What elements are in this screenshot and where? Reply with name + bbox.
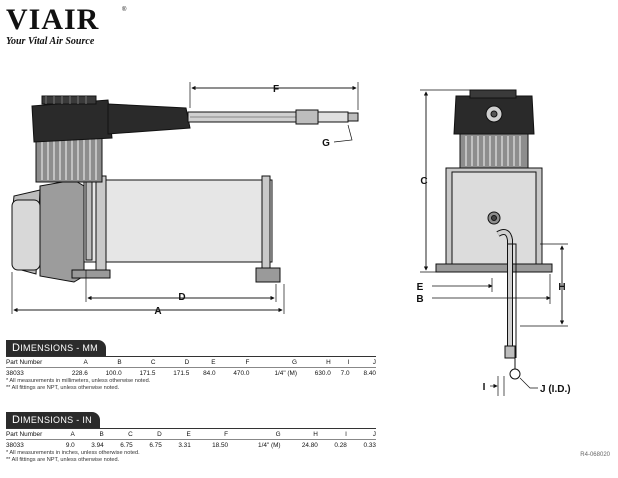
cell-g: 1/4" (M) <box>258 441 281 449</box>
table-title-in: DIMENSIONS - IN <box>6 412 100 428</box>
motor-flange <box>39 179 85 283</box>
table-note: ** All fittings are NPT, unless otherwis… <box>6 385 120 391</box>
dim-label-d: D <box>178 292 185 303</box>
cell-i: 0.28 <box>334 441 347 449</box>
reference-code: R4-068020 <box>580 452 610 458</box>
hose-fitting <box>295 109 319 125</box>
dim-label-h: H <box>558 282 565 293</box>
col-j: J <box>346 429 376 440</box>
logo-tagline: Your Vital Air Source <box>6 36 95 47</box>
dim-label-i: I <box>483 382 486 393</box>
col-f: F <box>190 429 229 440</box>
dim-label-e: E <box>417 282 424 293</box>
col-i: I <box>330 357 350 368</box>
col-c: C <box>103 429 133 440</box>
col-g: G <box>249 357 297 368</box>
ring-terminal <box>509 368 521 380</box>
side-view <box>11 95 359 283</box>
registered-mark: ® <box>122 7 127 13</box>
cell-e: 84.0 <box>203 369 216 377</box>
cell-part-number: 38033 <box>6 441 24 449</box>
dim-label-b: B <box>416 294 423 305</box>
table-row: 38033 9.0 3.94 6.75 6.75 3.31 18.50 1/4"… <box>6 440 376 451</box>
table-note: * All measurements in millimeters, unles… <box>6 378 151 384</box>
cell-a: 228.6 <box>71 369 88 377</box>
col-a: A <box>54 429 75 440</box>
dimensions-grid-mm: Part Number A B C D E F G H I J 38033 22… <box>6 357 376 378</box>
dim-label-g: G <box>322 138 330 149</box>
end-cap-face <box>11 199 41 271</box>
mounting-bracket <box>95 175 107 273</box>
bracket-foot-right <box>255 267 281 283</box>
col-d: D <box>155 357 190 368</box>
logo-wordmark: VIAIR <box>6 3 100 36</box>
table-title-mm: DIMENSIONS - MM <box>6 340 106 356</box>
dimensions-table-in: DIMENSIONS - IN Part Number A B C D E F … <box>6 410 376 464</box>
dim-label-f: F <box>273 84 279 95</box>
cell-h: 630.0 <box>314 369 331 377</box>
front-dimension-lines <box>420 89 568 396</box>
table-row: 38033 228.6 100.0 171.5 171.5 84.0 470.0… <box>6 368 376 379</box>
col-i: I <box>317 429 347 440</box>
cylinder-head <box>31 99 113 143</box>
col-h: H <box>296 357 331 368</box>
cell-g: 1/4" (M) <box>274 369 297 377</box>
side-dimension-lines <box>11 82 359 314</box>
front-cylinder-fins <box>459 133 529 169</box>
table-header-row: Part Number A B C D E F G H I J <box>6 429 376 440</box>
col-a: A <box>54 357 88 368</box>
dimensions-table-mm: DIMENSIONS - MM Part Number A B C D E F … <box>6 338 376 392</box>
col-g: G <box>228 429 281 440</box>
col-c: C <box>121 357 156 368</box>
cell-j: 0.33 <box>363 441 376 449</box>
col-f: F <box>215 357 250 368</box>
table-note: * All measurements in inches, unless oth… <box>6 450 140 456</box>
cell-i: 7.0 <box>340 369 350 377</box>
front-hose-fitting <box>504 345 516 359</box>
cell-d: 171.5 <box>173 369 190 377</box>
table-note: ** All fittings are NPT, unless otherwis… <box>6 457 120 463</box>
col-b: B <box>74 429 104 440</box>
dim-label-c: C <box>420 176 427 187</box>
col-e: E <box>189 357 216 368</box>
bracket-foot-left <box>71 269 111 279</box>
dimensions-grid-in: Part Number A B C D E F G H I J 38033 9.… <box>6 429 376 450</box>
dim-label-j: J (I.D.) <box>540 384 571 395</box>
cell-j: 8.40 <box>363 369 376 377</box>
cell-d: 6.75 <box>149 441 162 449</box>
col-h: H <box>280 429 318 440</box>
front-power-wire <box>508 243 517 358</box>
col-j: J <box>349 357 376 368</box>
cell-e: 3.31 <box>178 441 191 449</box>
col-e: E <box>161 429 191 440</box>
col-b: B <box>87 357 122 368</box>
outlet-manifold <box>107 103 191 135</box>
front-view <box>435 89 553 380</box>
viair-logo: VIAIR Your Vital Air Source ® <box>6 3 127 48</box>
cell-a: 9.0 <box>65 441 75 449</box>
cell-c: 6.75 <box>120 441 133 449</box>
table-header-row: Part Number A B C D E F G H I J <box>6 357 376 368</box>
col-part-number: Part Number <box>6 357 54 368</box>
cell-b: 3.94 <box>91 441 104 449</box>
motor-body <box>83 179 273 263</box>
col-d: D <box>132 429 162 440</box>
cell-c: 171.5 <box>139 369 156 377</box>
col-part-number: Part Number <box>6 429 54 440</box>
cell-part-number: 38033 <box>6 369 24 377</box>
cell-b: 100.0 <box>105 369 122 377</box>
cell-f: 470.0 <box>233 369 250 377</box>
cell-h: 24.80 <box>301 441 318 449</box>
cell-f: 18.50 <box>212 441 229 449</box>
dim-label-a: A <box>154 306 161 317</box>
